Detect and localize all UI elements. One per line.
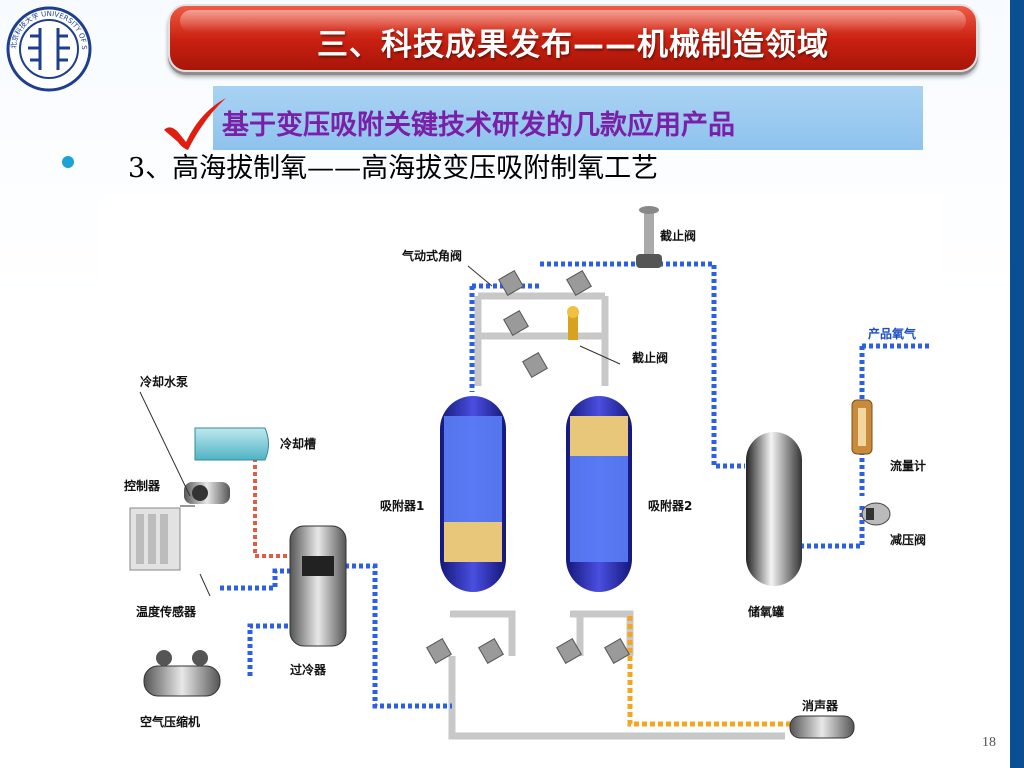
label-adsorber-1: 吸附器1 — [380, 498, 424, 513]
flow-meter-icon — [851, 399, 873, 455]
right-edge-bar — [1010, 0, 1024, 768]
title-banner: 三、科技成果发布——机械制造领域 — [168, 4, 978, 72]
pressure-reducer-icon — [861, 502, 891, 526]
page-title: 三、科技成果发布——机械制造领域 — [317, 27, 829, 63]
orange-flow-pipes — [627, 616, 790, 727]
check-mark-icon — [164, 98, 226, 150]
blue-flow-pipes — [220, 261, 930, 709]
label-pneumatic-valve: 气动式角阀 — [401, 248, 462, 263]
bullet-point-text: 3、高海拔制氧——高海拔变压吸附制氧工艺 — [128, 153, 659, 184]
adsorber-1-icon — [440, 396, 506, 592]
air-compressor-icon — [143, 650, 221, 697]
muffler-icon — [789, 715, 855, 739]
label-adsorber-2: 吸附器2 — [648, 498, 692, 513]
university-seal-icon: 北京科技大学 UNIVERSITY OF SCIENCE AND TECHNOL… — [6, 6, 92, 92]
label-shutoff-valve-mid: 截止阀 — [632, 350, 668, 365]
slide-number: 18 — [982, 735, 996, 750]
controller-icon — [129, 507, 181, 571]
label-air-compressor: 空气压缩机 — [140, 714, 200, 729]
label-flow-meter: 流量计 — [890, 458, 926, 473]
label-cooling-tank: 冷却槽 — [280, 436, 316, 451]
label-oxygen-tank: 储氧罐 — [748, 604, 784, 619]
cooling-tank-icon — [194, 427, 269, 461]
pneumatic-valve-icon — [426, 270, 630, 664]
label-muffler: 消声器 — [802, 698, 839, 713]
gray-pipes — [448, 292, 785, 740]
subcooler-icon — [289, 525, 347, 647]
subtitle-bar — [213, 86, 923, 150]
label-controller: 控制器 — [124, 478, 161, 493]
label-product-oxygen: 产品氧气 — [868, 326, 916, 341]
shutoff-valve-top-icon — [636, 206, 662, 268]
label-temp-sensor: 温度传感器 — [136, 604, 197, 619]
process-diagram: 截止阀 气动式角阀 截止阀 产品氧气 冷却水泵 冷却槽 控制器 吸附器1 吸附器… — [100, 196, 942, 746]
adsorber-2-icon — [566, 396, 632, 592]
red-flow-pipes — [253, 458, 290, 558]
shutoff-valve-mid-icon — [567, 306, 579, 340]
label-cooling-pump: 冷却水泵 — [140, 374, 188, 389]
cooling-pump-icon — [184, 482, 230, 504]
label-pressure-reducer: 减压阀 — [890, 532, 926, 547]
label-subcooler: 过冷器 — [290, 662, 327, 677]
bullet-dot — [62, 156, 74, 168]
subtitle-text: 基于变压吸附关键技术研发的几款应用产品 — [222, 110, 735, 141]
oxygen-tank-icon — [746, 432, 802, 586]
label-shutoff-valve-top: 截止阀 — [660, 228, 696, 243]
